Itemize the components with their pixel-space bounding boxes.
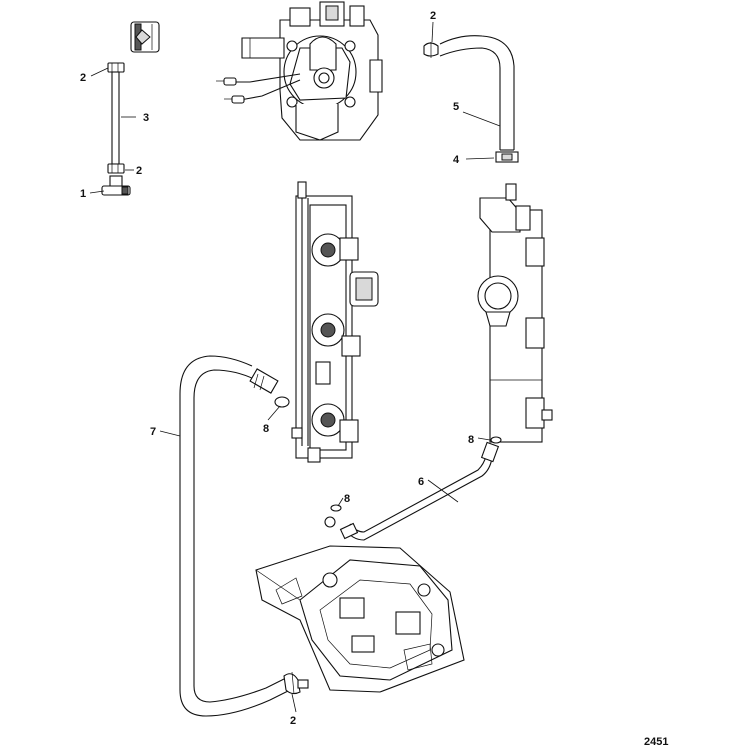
callout-1: 1 — [80, 188, 86, 200]
callout-4: 4 — [453, 154, 460, 166]
callout-6: 6 — [418, 476, 424, 488]
vent-hose — [439, 35, 515, 151]
filter-bracket — [130, 21, 160, 53]
fuel-rail-right — [477, 183, 553, 443]
adapter-plate — [255, 545, 465, 693]
fuel-line — [324, 436, 502, 541]
hose-clamp-top — [423, 42, 439, 58]
hose-clamp-bottom — [283, 671, 309, 695]
callout-8: 8 — [468, 434, 474, 446]
callout-2: 2 — [80, 72, 86, 84]
long-fuel-hose — [179, 355, 291, 717]
callouts: 1 2 2 2 2 3 4 5 6 7 8 8 8 — [80, 10, 474, 727]
callout-3: 3 — [143, 112, 149, 124]
short-fuel-tube — [107, 62, 125, 174]
callout-8: 8 — [344, 493, 350, 505]
fuel-rail-left — [291, 181, 379, 463]
callout-8: 8 — [263, 423, 269, 435]
leader-lines — [89, 21, 501, 713]
hose-retainer — [495, 151, 519, 163]
callout-2: 2 — [136, 165, 142, 177]
fuel-pump-assembly — [216, 1, 383, 141]
callout-2: 2 — [290, 715, 296, 727]
callout-7: 7 — [150, 426, 156, 438]
figure-number: 2451 — [644, 736, 668, 748]
callout-2: 2 — [430, 10, 436, 22]
tee-fitting — [101, 175, 131, 196]
callout-5: 5 — [453, 101, 459, 113]
